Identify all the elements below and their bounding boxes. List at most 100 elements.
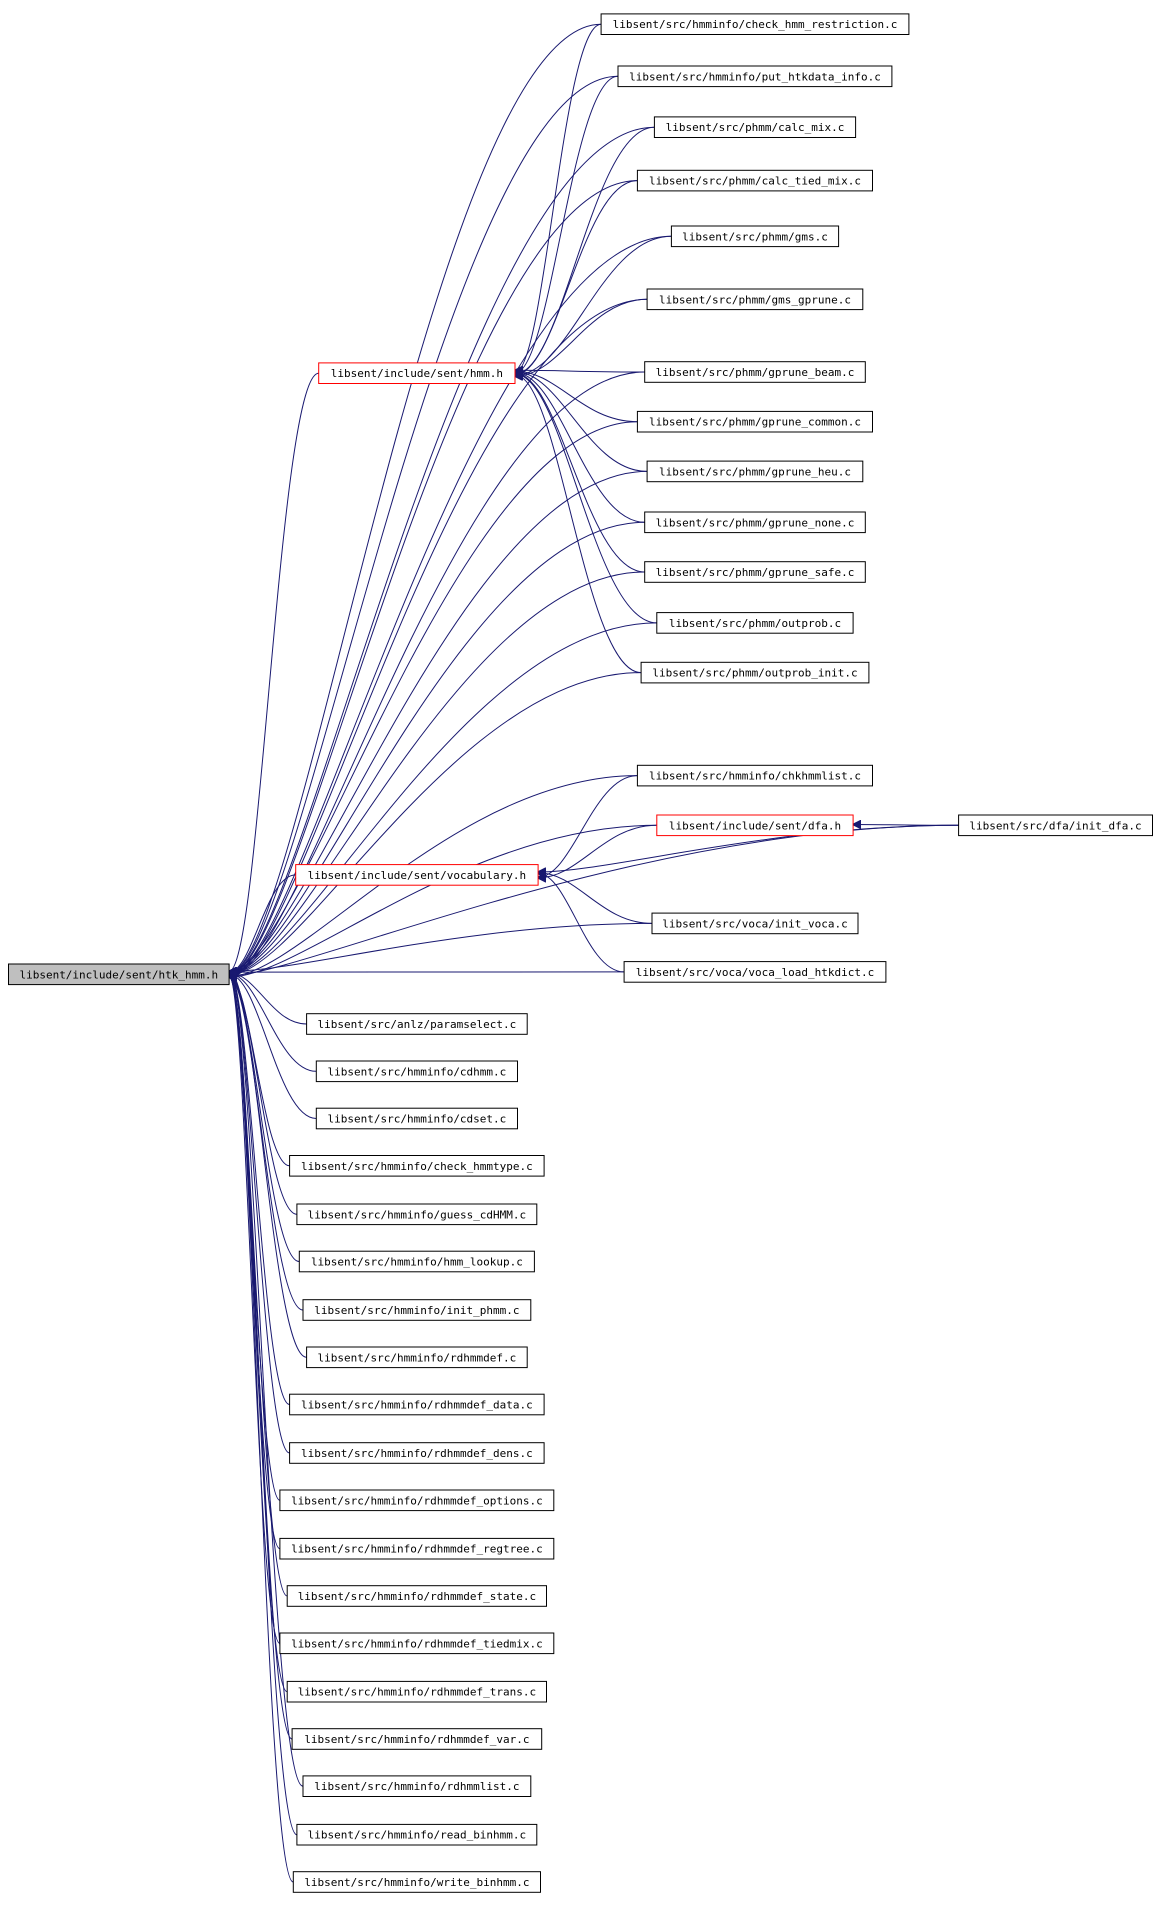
node-gms_gprune[interactable]: libsent/src/phmm/gms_gprune.c — [646, 288, 864, 311]
node-paramselect[interactable]: libsent/src/anlz/paramselect.c — [306, 1013, 528, 1035]
edge-gms-to-htk_hmm — [229, 235, 672, 976]
node-label: libsent/src/hmminfo/rdhmmdef_data.c — [301, 1399, 533, 1412]
node-init_phmm[interactable]: libsent/src/hmminfo/init_phmm.c — [302, 1299, 532, 1321]
node-calc_tied_mix[interactable]: libsent/src/phmm/calc_tied_mix.c — [636, 169, 874, 192]
node-rdhmmdef_options[interactable]: libsent/src/hmminfo/rdhmmdef_options.c — [279, 1489, 555, 1512]
node-box — [286, 1680, 547, 1703]
edge-calc_tied_mix-to-htk_hmm — [229, 180, 638, 975]
node-layer: libsent/include/sent/htk_hmm.h libsent/in… — [8, 13, 1153, 1893]
edge-put_htkdata_info-to-hmm_h — [515, 75, 619, 373]
node-rdhmmdef_dens[interactable]: libsent/src/hmminfo/rdhmmdef_dens.c — [289, 1442, 545, 1464]
node-check_hmm_restriction[interactable]: libsent/src/hmminfo/check_hmm_restrictio… — [600, 13, 910, 35]
node-hmm_lookup[interactable]: libsent/src/hmminfo/hmm_lookup.c — [298, 1250, 535, 1273]
node-box — [644, 361, 866, 383]
node-box — [644, 511, 866, 534]
node-box — [279, 1632, 555, 1655]
edge-put_htkdata_info-to-htk_hmm — [229, 75, 619, 973]
node-box — [651, 912, 859, 935]
node-rdhmmdef_regtree[interactable]: libsent/src/hmminfo/rdhmmdef_regtree.c — [279, 1537, 555, 1560]
node-dfa_h[interactable]: libsent/include/sent/dfa.h — [656, 814, 854, 837]
node-voca_load_htkdict[interactable]: libsent/src/voca/voca_load_htkdict.c — [623, 961, 887, 983]
node-label: libsent/src/phmm/gprune_common.c — [649, 416, 861, 429]
node-rdhmmdef_state[interactable]: libsent/src/hmminfo/rdhmmdef_state.c — [286, 1585, 547, 1607]
edge-gprune_safe-to-hmm_h — [515, 373, 645, 573]
node-label: libsent/src/voca/init_voca.c — [662, 917, 847, 930]
node-hmm_h[interactable]: libsent/include/sent/hmm.h — [318, 362, 516, 384]
edge-init_dfa-to-vocab_h — [538, 824, 959, 872]
node-guess_cdHMM[interactable]: libsent/src/hmminfo/guess_cdHMM.c — [296, 1203, 538, 1226]
node-box — [302, 1299, 532, 1321]
edge-outprob_init-to-htk_hmm — [229, 672, 642, 975]
node-rdhmmdef_trans[interactable]: libsent/src/hmminfo/rdhmmdef_trans.c — [286, 1680, 547, 1703]
edge-gprune_none-to-htk_hmm — [229, 521, 645, 973]
node-init_voca[interactable]: libsent/src/voca/init_voca.c — [651, 912, 859, 935]
node-gprune_common[interactable]: libsent/src/phmm/gprune_common.c — [636, 410, 874, 433]
node-outprob_init[interactable]: libsent/src/phmm/outprob_init.c — [640, 661, 870, 684]
node-label: libsent/include/sent/dfa.h — [669, 819, 841, 832]
node-vocab_h[interactable]: libsent/include/sent/vocabulary.h — [295, 864, 539, 886]
node-box — [306, 1013, 528, 1035]
edge-check_hmm_restriction-to-htk_hmm — [229, 23, 602, 973]
edge-check_hmm_restriction-to-hmm_h — [515, 23, 602, 372]
node-box — [315, 1107, 518, 1130]
node-box — [653, 116, 857, 139]
node-box — [289, 1393, 545, 1416]
node-put_htkdata_info[interactable]: libsent/src/hmminfo/put_htkdata_info.c — [617, 65, 893, 88]
node-outprob[interactable]: libsent/src/phmm/outprob.c — [656, 612, 854, 634]
edge-outprob_init-to-hmm_h — [515, 375, 642, 674]
node-box — [656, 612, 854, 634]
node-gms[interactable]: libsent/src/phmm/gms.c — [670, 225, 840, 248]
edge-layer — [229, 23, 959, 1883]
node-label: libsent/src/phmm/gprune_beam.c — [656, 366, 855, 379]
node-label: libsent/src/voca/voca_load_htkdict.c — [636, 966, 874, 979]
node-rdhmmdef_var[interactable]: libsent/src/hmminfo/rdhmmdef_var.c — [291, 1728, 543, 1750]
node-box — [600, 13, 910, 35]
node-label: libsent/src/phmm/gms_gprune.c — [659, 293, 851, 306]
node-rdhmmdef[interactable]: libsent/src/hmminfo/rdhmmdef.c — [306, 1346, 528, 1369]
node-calc_mix[interactable]: libsent/src/phmm/calc_mix.c — [653, 116, 857, 139]
node-gprune_beam[interactable]: libsent/src/phmm/gprune_beam.c — [644, 361, 866, 383]
node-gprune_heu[interactable]: libsent/src/phmm/gprune_heu.c — [646, 460, 864, 483]
node-read_binhmm[interactable]: libsent/src/hmminfo/read_binhmm.c — [296, 1823, 538, 1846]
edge-gprune_common-to-htk_hmm — [229, 421, 638, 972]
node-write_binhmm[interactable]: libsent/src/hmminfo/write_binhmm.c — [292, 1871, 541, 1893]
node-box — [617, 65, 893, 88]
node-label: libsent/src/phmm/calc_tied_mix.c — [649, 175, 861, 188]
node-gprune_safe[interactable]: libsent/src/phmm/gprune_safe.c — [644, 561, 866, 583]
node-box — [302, 1775, 532, 1798]
node-htk_hmm[interactable]: libsent/include/sent/htk_hmm.h — [8, 963, 230, 986]
node-box — [291, 1728, 543, 1750]
node-box — [292, 1871, 541, 1893]
node-box — [279, 1537, 555, 1560]
node-box — [958, 814, 1153, 837]
node-label: libsent/src/hmminfo/rdhmmdef_var.c — [304, 1733, 529, 1746]
edge-gprune_safe-to-htk_hmm — [229, 571, 645, 974]
node-label: libsent/src/hmminfo/put_htkdata_info.c — [629, 70, 881, 83]
edge-rdhmmlist-to-htk_hmm — [229, 971, 304, 1787]
edge-rdhmmdef_options-to-htk_hmm — [229, 974, 281, 1501]
node-label: libsent/include/sent/htk_hmm.h — [19, 968, 218, 981]
edge-hmm_h-to-htk_hmm — [229, 372, 319, 971]
edge-rdhmmdef_data-to-htk_hmm — [229, 972, 290, 1405]
node-gprune_none[interactable]: libsent/src/phmm/gprune_none.c — [644, 511, 866, 534]
node-chkhmmlist[interactable]: libsent/src/hmminfo/chkhmmlist.c — [636, 764, 874, 787]
edge-gprune_beam-to-hmm_h — [515, 370, 645, 372]
node-rdhmmlist[interactable]: libsent/src/hmminfo/rdhmmlist.c — [302, 1775, 532, 1798]
node-box — [318, 362, 516, 384]
node-label: libsent/src/hmminfo/guess_cdHMM.c — [308, 1208, 527, 1221]
node-label: libsent/src/phmm/outprob.c — [669, 617, 841, 630]
edge-gprune_heu-to-hmm_h — [515, 372, 648, 472]
edge-gms_gprune-to-hmm_h — [515, 298, 648, 376]
node-label: libsent/src/phmm/gprune_safe.c — [656, 566, 855, 579]
node-rdhmmdef_tiedmix[interactable]: libsent/src/hmminfo/rdhmmdef_tiedmix.c — [279, 1632, 555, 1655]
node-cdhmm[interactable]: libsent/src/hmminfo/cdhmm.c — [315, 1060, 518, 1083]
node-rdhmmdef_data[interactable]: libsent/src/hmminfo/rdhmmdef_data.c — [289, 1393, 545, 1416]
node-cdset[interactable]: libsent/src/hmminfo/cdset.c — [315, 1107, 518, 1130]
node-box — [8, 963, 230, 986]
node-init_dfa[interactable]: libsent/src/dfa/init_dfa.c — [958, 814, 1153, 837]
node-box — [646, 460, 864, 483]
node-label: libsent/include/sent/vocabulary.h — [308, 869, 527, 882]
node-label: libsent/src/dfa/init_dfa.c — [969, 819, 1141, 832]
node-check_hmmtype[interactable]: libsent/src/hmminfo/check_hmmtype.c — [289, 1155, 545, 1177]
node-label: libsent/src/hmminfo/init_phmm.c — [314, 1304, 519, 1317]
